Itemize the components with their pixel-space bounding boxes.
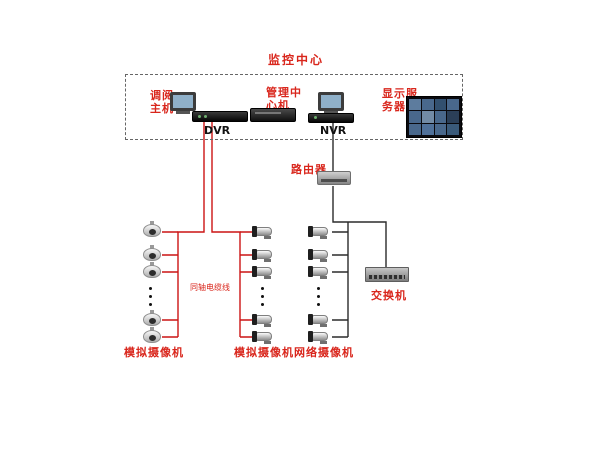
switch-label: 交换机 bbox=[371, 289, 407, 302]
nvr-monitor-icon bbox=[318, 92, 344, 116]
retrieval-host-monitor-icon bbox=[170, 92, 196, 116]
coaxial-cable-label: 同轴电缆线 bbox=[189, 282, 231, 293]
router-icon bbox=[317, 171, 351, 185]
bullet-camera-icon bbox=[308, 266, 332, 280]
monitoring-center-box bbox=[125, 74, 463, 140]
dome-camera-icon bbox=[142, 327, 162, 345]
analog-camera-group-label: 模拟摄像机 bbox=[124, 346, 184, 359]
analog-camera-group-label: 模拟摄像机 bbox=[234, 346, 294, 359]
bullet-camera-icon bbox=[308, 314, 332, 328]
dome-camera-icon bbox=[142, 245, 162, 263]
bullet-camera-icon bbox=[252, 314, 276, 328]
video-wall-icon bbox=[406, 96, 462, 138]
bullet-camera-icon bbox=[308, 331, 332, 345]
ellipsis-dots bbox=[149, 287, 152, 311]
bullet-camera-icon bbox=[308, 249, 332, 263]
bullet-camera-icon bbox=[252, 331, 276, 345]
dome-camera-icon bbox=[142, 221, 162, 239]
ellipsis-dots bbox=[261, 287, 264, 311]
nvr-label: NVR bbox=[320, 124, 347, 137]
dome-camera-icon bbox=[142, 262, 162, 280]
bullet-camera-icon bbox=[252, 249, 276, 263]
switch-icon bbox=[365, 267, 409, 282]
diagram-title: 监控中心 bbox=[268, 53, 325, 67]
network-camera-group-label: 网络摄像机 bbox=[294, 346, 354, 359]
management-host-icon bbox=[250, 108, 296, 122]
dvr-label: DVR bbox=[204, 124, 231, 137]
nvr-device-icon bbox=[308, 113, 354, 123]
bullet-camera-icon bbox=[308, 226, 332, 240]
dome-camera-icon bbox=[142, 310, 162, 328]
bullet-camera-icon bbox=[252, 226, 276, 240]
retrieval-host-label: 调阅主机 bbox=[150, 89, 174, 115]
ellipsis-dots bbox=[317, 287, 320, 311]
bullet-camera-icon bbox=[252, 266, 276, 280]
dvr-device-icon bbox=[192, 111, 248, 122]
